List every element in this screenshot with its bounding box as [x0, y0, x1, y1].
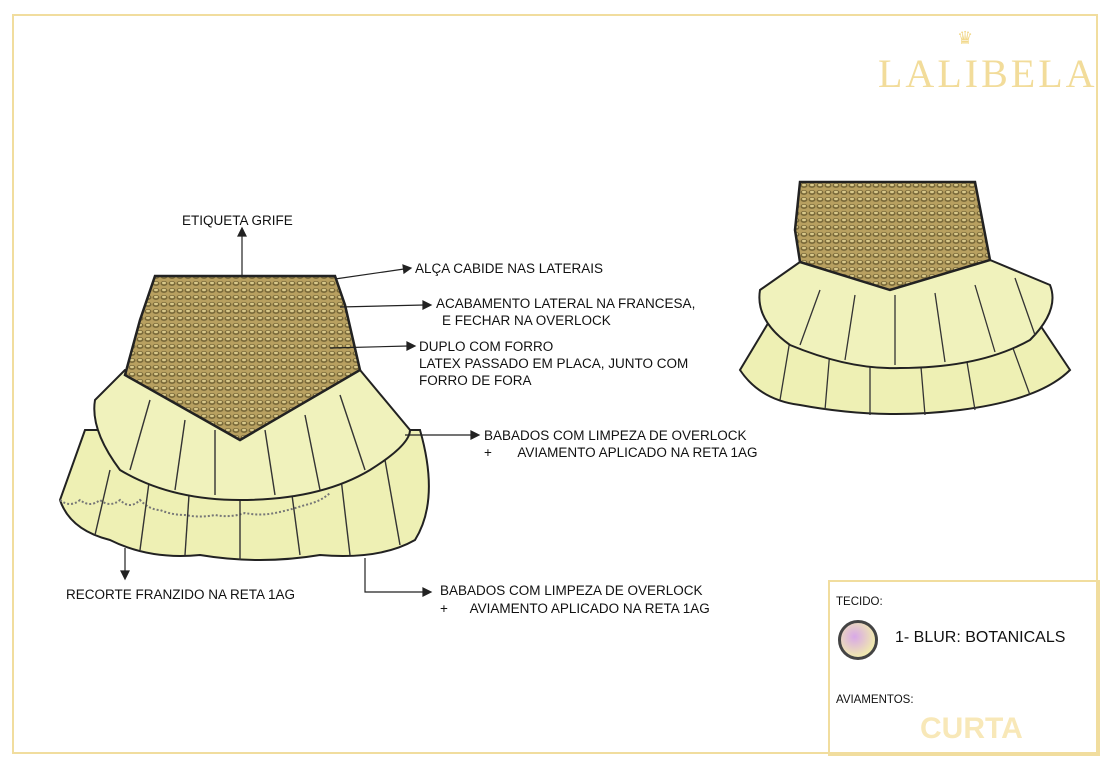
annotation-leaders — [120, 226, 481, 597]
label-duplo-3: FORRO DE FORA — [419, 373, 532, 388]
fabric-swatch-icon — [838, 620, 878, 660]
label-babados-bottom-2: + AVIAMENTO APLICADO NA RETA 1AG — [440, 601, 710, 616]
model-name-watermark: CURTA — [920, 712, 1023, 745]
label-recorte: RECORTE FRANZIDO NA RETA 1AG — [66, 587, 296, 602]
info-box — [828, 580, 1100, 756]
label-etiqueta-grife: ETIQUETA GRIFE — [182, 213, 293, 228]
label-duplo-1: DUPLO COM FORRO — [419, 339, 554, 354]
waistband-smocked — [123, 274, 362, 442]
label-acabamento-2: E FECHAR NA OVERLOCK — [442, 313, 611, 328]
label-babados-top-1: BABADOS COM LIMPEZA DE OVERLOCK — [484, 428, 747, 443]
aviamentos-label: AVIAMENTOS: — [836, 694, 914, 706]
label-babados-bottom-1: BABADOS COM LIMPEZA DE OVERLOCK — [440, 583, 703, 598]
sheet-border — [12, 14, 1098, 754]
label-duplo-2: LATEX PASSADO EM PLACA, JUNTO COM — [419, 356, 689, 371]
label-alca-cabide: ALÇA CABIDE NAS LATERAIS — [415, 261, 604, 276]
tecido-label: TECIDO: — [836, 596, 883, 608]
label-acabamento-1: ACABAMENTO LATERAL NA FRANCESA, — [436, 296, 696, 311]
label-babados-top-2: + AVIAMENTO APLICADO NA RETA 1AG — [484, 445, 758, 460]
fabric-name: 1- BLUR: BOTANICALS — [895, 629, 1066, 646]
bee-logo-icon: ♛ — [957, 28, 974, 48]
skirt-back-view — [738, 180, 1072, 416]
brand-logo: LALIBELA — [878, 51, 1098, 96]
skirt-front-view — [58, 274, 430, 561]
